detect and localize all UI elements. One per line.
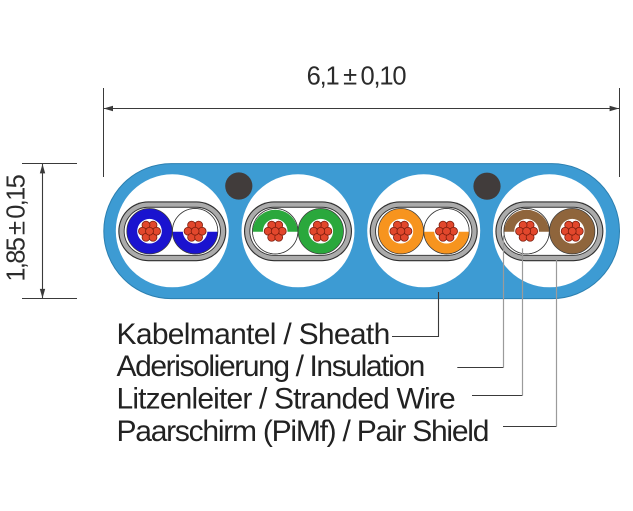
svg-text:1,85 ± 0,15: 1,85 ± 0,15 — [3, 174, 31, 281]
svg-text:Kabelmantel / Sheath: Kabelmantel / Sheath — [117, 318, 390, 351]
svg-text:6,1 ± 0,10: 6,1 ± 0,10 — [307, 63, 407, 91]
svg-text:Paarschirm (PiMf) / Pair Shiel: Paarschirm (PiMf) / Pair Shield — [117, 415, 489, 448]
svg-text:Litzenleiter / Stranded Wire: Litzenleiter / Stranded Wire — [117, 383, 455, 416]
svg-text:Aderisolierung / Insulation: Aderisolierung / Insulation — [117, 350, 424, 383]
